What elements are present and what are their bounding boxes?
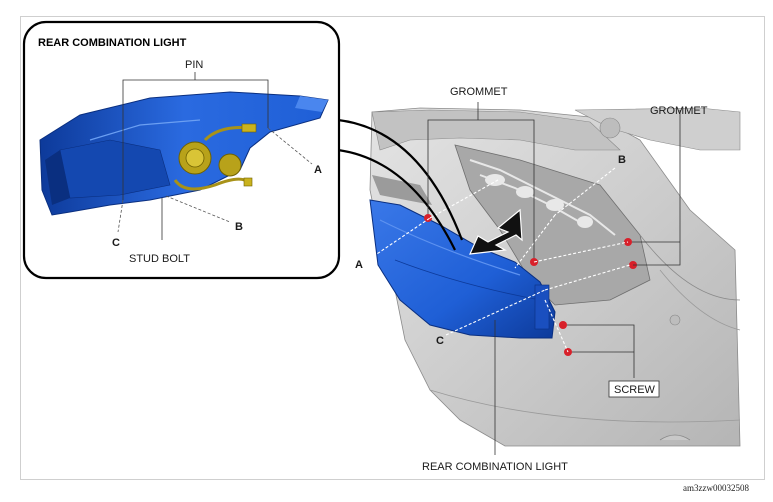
inset-callout [22,20,464,280]
label-grommet-right: GROMMET [650,105,708,117]
screw-marker [559,321,567,329]
screw-label-box [608,380,660,398]
label-inset-a: A [314,164,322,176]
alignment-lines [364,167,631,353]
label-inset-c: C [112,237,120,249]
label-grommet-left: GROMMET [450,86,508,98]
grommet-right-bracket [632,110,681,266]
figure-code: am3zzw00032508 [683,483,749,493]
label-main-a: A [355,259,363,271]
grommet-left-bracket [427,119,535,258]
label-main-b: B [618,154,626,166]
inset-title: REAR COMBINATION LIGHT [38,37,187,49]
grommet-marker [424,214,432,222]
label-main-part: REAR COMBINATION LIGHT [422,461,568,473]
label-inset-b: B [235,221,243,233]
label-stud-bolt: STUD BOLT [129,253,190,265]
screw-bracket [567,324,635,378]
label-main-c: C [436,335,444,347]
label-pin: PIN [185,59,203,71]
rear-combination-light-main [369,199,556,339]
install-direction-arrow [469,208,523,255]
vehicle-body [369,107,741,447]
bulb-harness [173,123,257,191]
label-screw: SCREW [614,384,656,396]
